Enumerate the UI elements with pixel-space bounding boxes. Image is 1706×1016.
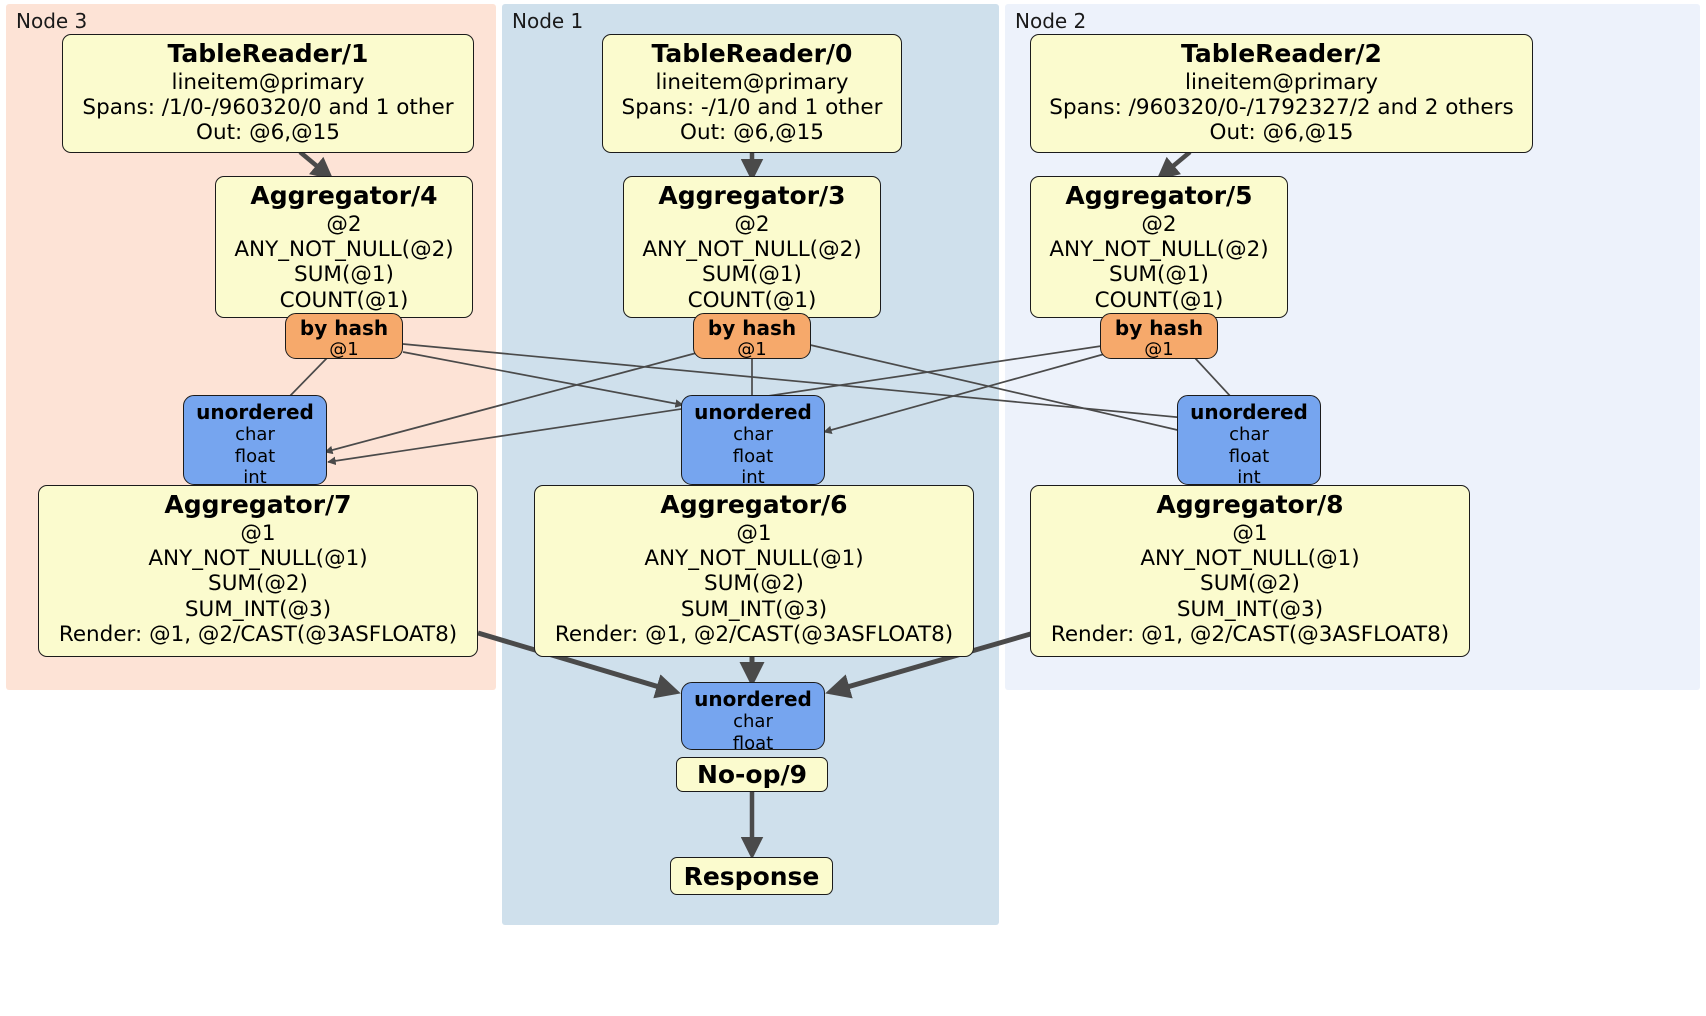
- receiver-unordered-node2[interactable]: unordered char float int: [1177, 395, 1321, 488]
- processor-title: Aggregator/4: [250, 181, 438, 210]
- node-panel-label-node3: Node 3: [16, 9, 88, 33]
- processor-title: TableReader/0: [651, 39, 853, 68]
- router-by-hash-node3[interactable]: by hash @1: [285, 313, 403, 359]
- processor-detail-line: Spans: /1/0-/960320/0 and 1 other: [82, 94, 454, 120]
- processor-detail-line: ANY_NOT_NULL(@2): [642, 236, 862, 262]
- processor-title: Aggregator/8: [1156, 490, 1344, 519]
- processor-detail-line: Out: @6,@15: [680, 120, 824, 146]
- receiver-unordered-final[interactable]: unordered char float: [681, 682, 825, 754]
- receiver-type: int: [243, 467, 267, 489]
- processor-title: Aggregator/3: [658, 181, 846, 210]
- node-panel-label-node1: Node 1: [512, 9, 584, 33]
- processor-render-line: Render: @1, @2/CAST(@3ASFLOAT8): [58, 621, 458, 647]
- receiver-type: char: [733, 424, 773, 445]
- processor-aggregator-7[interactable]: Aggregator/7 @1 ANY_NOT_NULL(@1) SUM(@2)…: [38, 485, 478, 657]
- receiver-type: float: [1228, 445, 1270, 467]
- processor-detail-line: lineitem@primary: [1184, 69, 1379, 95]
- processor-detail-line: lineitem@primary: [171, 69, 365, 95]
- processor-render-line: Render: @1, @2/CAST(@3ASFLOAT8): [1050, 621, 1450, 647]
- processor-title: Aggregator/7: [164, 490, 352, 519]
- receiver-unordered-node3[interactable]: unordered char float int: [183, 395, 327, 488]
- processor-detail-line: @1: [1232, 520, 1268, 546]
- processor-detail-line: @2: [1141, 211, 1177, 237]
- receiver-type: float: [234, 445, 276, 467]
- processor-render-line: Render: @1, @2/CAST(@3ASFLOAT8): [554, 621, 954, 647]
- processor-detail-line: SUM_INT(@3): [184, 596, 332, 622]
- receiver-type: float: [732, 732, 774, 754]
- node-panel-label-node2: Node 2: [1015, 9, 1087, 33]
- processor-detail-line: ANY_NOT_NULL(@1): [148, 545, 368, 571]
- processor-title: TableReader/1: [167, 39, 369, 68]
- processor-detail-line: SUM(@2): [208, 571, 308, 597]
- processor-detail-line: @1: [736, 520, 772, 546]
- receiver-unordered-node1[interactable]: unordered char float int: [681, 395, 825, 488]
- processor-detail-line: Out: @6,@15: [196, 120, 340, 146]
- receiver-type: char: [733, 711, 773, 732]
- router-by-hash-node1[interactable]: by hash @1: [693, 313, 811, 359]
- router-column: @1: [329, 338, 359, 360]
- processor-detail-line: SUM(@2): [704, 571, 804, 597]
- processor-detail-line: SUM(@2): [1200, 571, 1300, 597]
- processor-title: TableReader/2: [1181, 39, 1382, 68]
- processor-aggregator-8[interactable]: Aggregator/8 @1 ANY_NOT_NULL(@1) SUM(@2)…: [1030, 485, 1470, 657]
- router-title: by hash: [1114, 316, 1204, 340]
- processor-detail-line: COUNT(@1): [279, 287, 409, 313]
- processor-detail-line: ANY_NOT_NULL(@2): [1049, 236, 1269, 262]
- receiver-title: unordered: [694, 687, 812, 711]
- processor-detail-line: SUM(@1): [702, 262, 802, 288]
- processor-aggregator-5[interactable]: Aggregator/5 @2 ANY_NOT_NULL(@2) SUM(@1)…: [1030, 176, 1288, 318]
- processor-table-reader-1[interactable]: TableReader/1 lineitem@primary Spans: /1…: [62, 34, 474, 153]
- processor-detail-line: lineitem@primary: [655, 69, 849, 95]
- processor-title: Response: [683, 861, 820, 891]
- processor-title: Aggregator/5: [1065, 181, 1253, 210]
- router-by-hash-node2[interactable]: by hash @1: [1100, 313, 1218, 359]
- processor-title: No-op/9: [696, 760, 808, 789]
- receiver-type: char: [235, 424, 275, 445]
- router-column: @1: [1144, 338, 1174, 360]
- router-title: by hash: [707, 316, 797, 340]
- processor-aggregator-6[interactable]: Aggregator/6 @1 ANY_NOT_NULL(@1) SUM(@2)…: [534, 485, 974, 657]
- processor-detail-line: COUNT(@1): [1094, 287, 1224, 313]
- processor-detail-line: Out: @6,@15: [1209, 120, 1354, 146]
- processor-detail-line: ANY_NOT_NULL(@2): [234, 236, 454, 262]
- processor-detail-line: @1: [240, 520, 276, 546]
- processor-detail-line: ANY_NOT_NULL(@1): [1140, 545, 1360, 571]
- receiver-title: unordered: [694, 400, 812, 424]
- processor-table-reader-0[interactable]: TableReader/0 lineitem@primary Spans: -/…: [602, 34, 902, 153]
- processor-detail-line: @2: [734, 211, 770, 237]
- receiver-type: float: [732, 445, 774, 467]
- receiver-title: unordered: [1190, 400, 1308, 424]
- receiver-type: int: [741, 467, 765, 489]
- processor-detail-line: SUM_INT(@3): [1176, 596, 1324, 622]
- receiver-type: int: [1237, 467, 1261, 489]
- processor-detail-line: Spans: /960320/0-/1792327/2 and 2 others: [1049, 94, 1514, 120]
- receiver-title: unordered: [196, 400, 314, 424]
- processor-aggregator-4[interactable]: Aggregator/4 @2 ANY_NOT_NULL(@2) SUM(@1)…: [215, 176, 473, 318]
- processor-response[interactable]: Response: [670, 857, 833, 895]
- router-title: by hash: [299, 316, 389, 340]
- router-column: @1: [737, 338, 767, 360]
- processor-detail-line: ANY_NOT_NULL(@1): [644, 545, 864, 571]
- processor-detail-line: @2: [326, 211, 362, 237]
- processor-noop-9[interactable]: No-op/9: [676, 757, 828, 792]
- processor-detail-line: COUNT(@1): [687, 287, 817, 313]
- processor-aggregator-3[interactable]: Aggregator/3 @2 ANY_NOT_NULL(@2) SUM(@1)…: [623, 176, 881, 318]
- processor-table-reader-2[interactable]: TableReader/2 lineitem@primary Spans: /9…: [1030, 34, 1533, 153]
- processor-detail-line: SUM_INT(@3): [680, 596, 828, 622]
- processor-detail-line: SUM(@1): [1109, 262, 1209, 288]
- processor-title: Aggregator/6: [660, 490, 848, 519]
- processor-detail-line: Spans: -/1/0 and 1 other: [621, 94, 883, 120]
- processor-detail-line: SUM(@1): [294, 262, 394, 288]
- receiver-type: char: [1229, 424, 1269, 445]
